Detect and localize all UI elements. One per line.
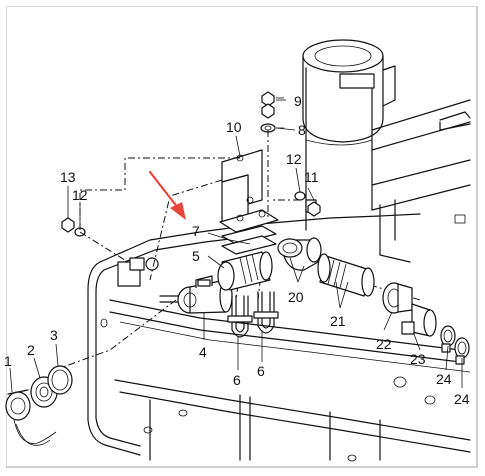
callout-2: 2	[27, 342, 35, 358]
callout-12-left: 12	[72, 187, 88, 203]
elbow-20	[277, 237, 322, 271]
callout-22: 22	[376, 336, 392, 352]
ball-valve-4	[177, 275, 233, 314]
callouts: 1 2 3 4 5 6 6 7 8 9 10 11 12 12 13 20 21…	[4, 93, 470, 407]
callout-11: 11	[304, 169, 319, 185]
callout-6-left: 6	[233, 372, 241, 388]
callout-10: 10	[226, 119, 242, 135]
column-assembly	[302, 39, 471, 263]
callout-8: 8	[298, 122, 306, 138]
callout-9: 9	[294, 93, 302, 109]
coupler-1	[5, 389, 57, 446]
callout-1: 1	[4, 353, 12, 369]
fasteners	[61, 91, 321, 237]
bracket-10	[219, 149, 279, 233]
callout-7: 7	[192, 223, 200, 239]
callout-24-left: 24	[436, 371, 452, 387]
u-bolt-6a	[227, 295, 253, 338]
callout-13: 13	[60, 169, 76, 185]
adapter-23	[401, 303, 437, 337]
leader-lines	[9, 99, 463, 393]
callout-4: 4	[199, 344, 207, 360]
plates-7	[221, 225, 277, 255]
callout-6-right: 6	[257, 363, 265, 379]
callout-5: 5	[192, 248, 200, 264]
callout-24-right: 24	[454, 391, 470, 407]
u-bolt-6b	[253, 291, 279, 334]
callout-12-right: 12	[286, 151, 302, 167]
nipple-21	[317, 253, 375, 297]
nipple-5	[217, 251, 273, 291]
callout-23: 23	[410, 351, 426, 367]
ring-3	[47, 365, 73, 395]
red-arrow	[148, 170, 186, 220]
callout-20: 20	[288, 289, 304, 305]
callout-21: 21	[330, 313, 346, 329]
coupler-22	[382, 282, 413, 314]
callout-3: 3	[50, 327, 58, 343]
